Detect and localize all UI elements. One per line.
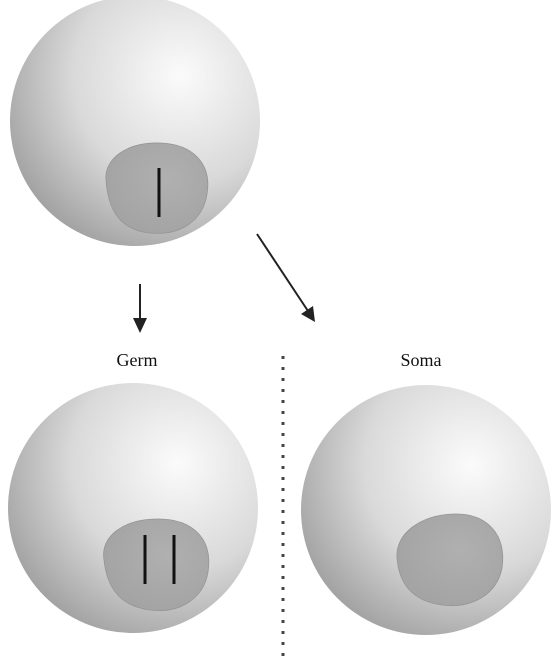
soma-label: Soma	[400, 350, 442, 370]
arrow-to-soma	[256, 233, 315, 322]
arrow-to-germ	[133, 284, 147, 333]
germ-nucleus	[103, 518, 210, 612]
arrows	[133, 233, 315, 333]
germ-label: Germ	[116, 350, 158, 370]
parent-nucleus	[105, 142, 209, 234]
parent-cell	[10, 0, 260, 246]
soma-cell	[301, 385, 551, 635]
soma-nucleus	[396, 513, 504, 607]
germ-cell	[8, 383, 258, 633]
